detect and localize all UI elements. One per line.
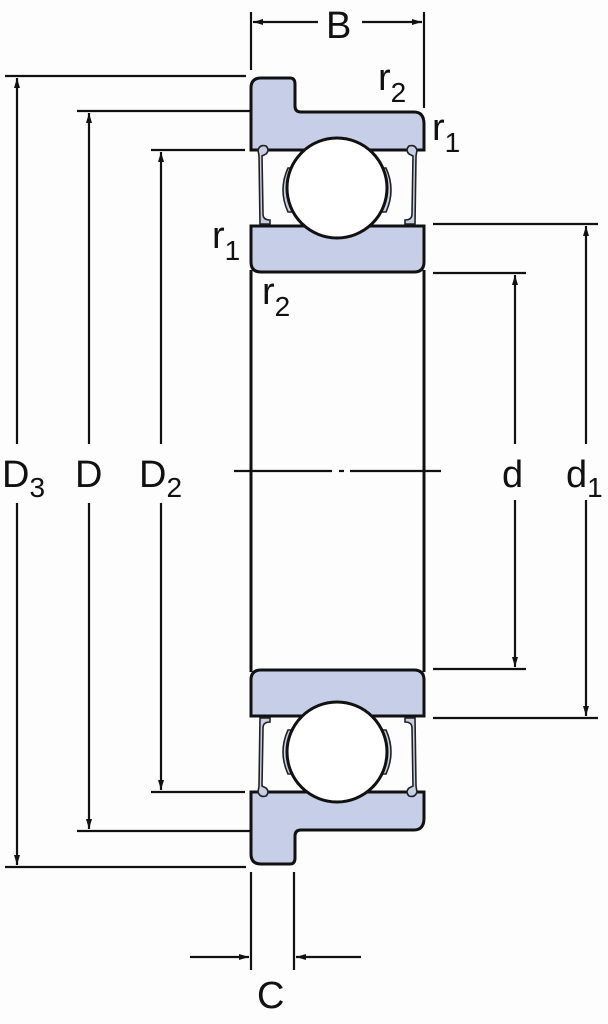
outer-ring-top [249,76,426,152]
bottom-cross-section [249,668,426,866]
label-d-outer: D [75,454,102,496]
outer-ring-bottom [249,790,426,866]
label-b: B [326,5,351,47]
inner-ring-bottom [249,668,426,718]
label-d-bore: d [502,454,523,496]
ball-top [285,136,389,240]
label-d1: d1 [566,454,603,503]
top-cross-section [249,76,426,274]
inner-ring-top [249,224,426,274]
shield-right-top [404,144,418,225]
label-r2-top: r2 [378,57,406,108]
label-c: C [257,975,284,1017]
shield-left-top [257,144,271,225]
shield-right-bottom [404,717,418,798]
label-r1-top: r1 [432,107,460,158]
label-d2: D2 [139,454,182,503]
label-r2-inner: r2 [262,271,290,322]
shield-left-bottom [257,717,271,798]
ball-bottom [285,700,389,804]
label-d3: D3 [2,454,45,503]
label-r1-inner: r1 [212,215,240,266]
